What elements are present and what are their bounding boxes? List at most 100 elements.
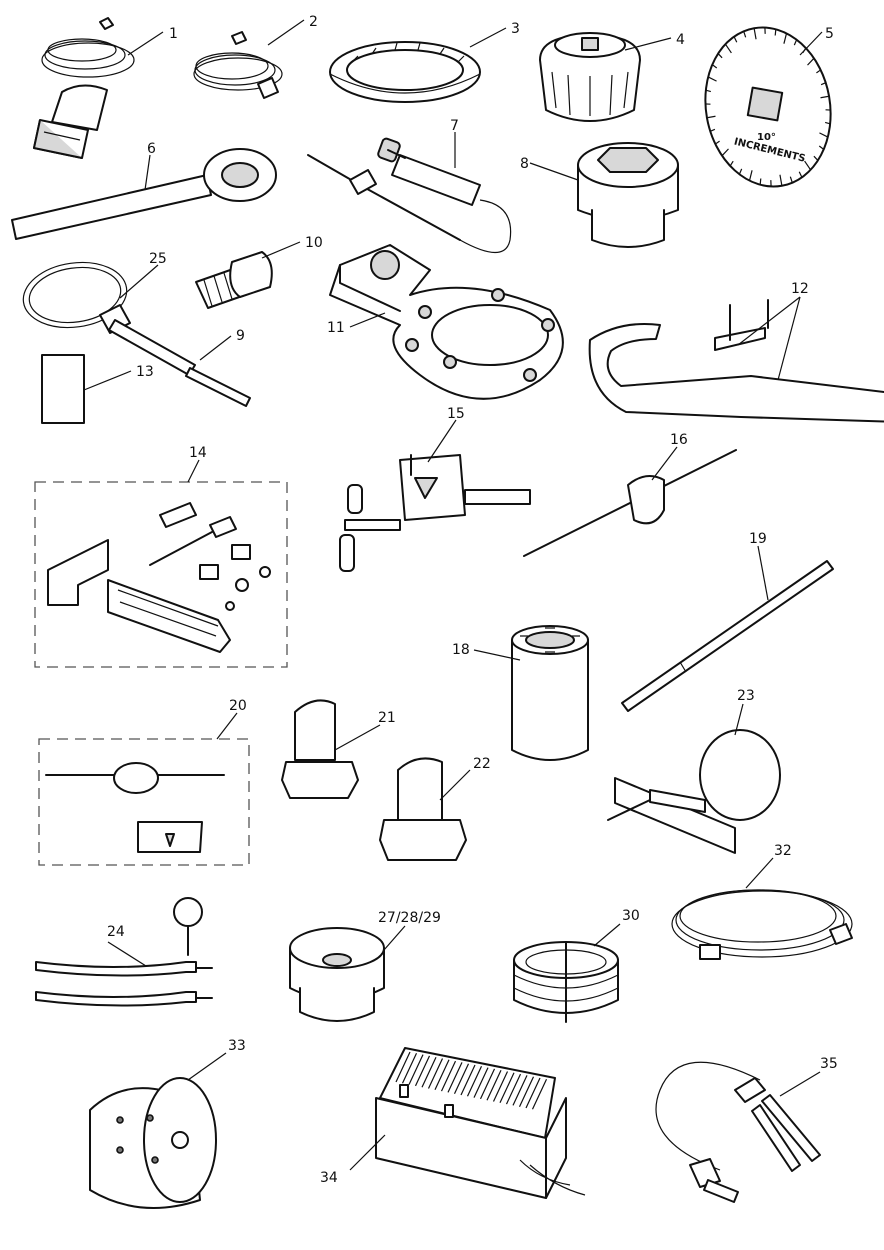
dial-tick [818, 145, 825, 150]
dial-tick [715, 140, 720, 145]
callout-24: 24 [107, 924, 125, 940]
callout-13: 13 [136, 364, 154, 380]
tool-15-puller [339, 454, 531, 572]
dial-tick [759, 178, 762, 185]
dial-tick [779, 174, 783, 186]
charger-rib [401, 1053, 418, 1084]
dial-tick [820, 82, 826, 86]
tool-1-diagnostic-interface-cable [33, 17, 135, 159]
dial-tick [820, 95, 830, 99]
tool-8-hex-socket [577, 142, 679, 248]
charger-rib [512, 1075, 528, 1106]
dial-tick [774, 29, 777, 36]
tool-14-kit [34, 481, 288, 668]
dial-tick [789, 176, 793, 183]
tool-4-filter-cup-wrench [539, 32, 641, 122]
tool-13-card [41, 354, 85, 424]
callout-25: 25 [149, 251, 167, 267]
dial-tick [743, 31, 747, 38]
callout-3: 3 [511, 21, 520, 37]
callout-15: 15 [447, 406, 465, 422]
callout-35: 35 [820, 1056, 838, 1072]
tool-22-adapter [379, 757, 467, 861]
tool-18-slotted-socket [511, 625, 589, 761]
callout-16: 16 [670, 432, 688, 448]
callout-6: 6 [147, 141, 156, 157]
callout-10: 10 [305, 235, 323, 251]
tool-6-holding-wrench [11, 148, 277, 240]
callout-32: 32 [774, 843, 792, 859]
charger-rib [395, 1051, 411, 1083]
charger-rib [518, 1076, 535, 1107]
callout-9: 9 [236, 328, 245, 344]
dial-degree-text: 10° [757, 132, 776, 143]
tool-7-syringe-tool [307, 137, 512, 253]
dial-tick [807, 57, 815, 66]
dial-tick [770, 180, 772, 187]
dial-tick [748, 170, 753, 181]
callout-2: 2 [309, 14, 318, 30]
dial-tick [813, 155, 819, 161]
dial-tick [816, 69, 821, 74]
charger-rib [453, 1063, 470, 1094]
tool-25-strap-wrench [22, 261, 251, 407]
charger-rib [473, 1067, 489, 1098]
callout-1: 1 [169, 26, 178, 42]
callout-18: 18 [452, 642, 470, 658]
dial-tick [721, 148, 729, 157]
charger-rib [421, 1056, 437, 1088]
charger-rib [434, 1059, 450, 1091]
dial-tick [710, 128, 716, 132]
tool-16-rod-tool [523, 449, 737, 557]
callout-20: 20 [229, 698, 247, 714]
tool-12-c-spanner [588, 299, 884, 423]
callout-23: 23 [737, 688, 755, 704]
dial-tick [819, 132, 829, 138]
dial-tick [729, 160, 734, 167]
dial-tick [707, 76, 717, 82]
tool-35-hose-clamp-pliers [655, 1061, 821, 1203]
dial-tick [825, 109, 831, 111]
callout-labels: 1 2 3 4 5 6 7 8 9 10 11 12 13 14 15 16 1… [107, 14, 838, 1186]
charger-rib [440, 1060, 457, 1092]
dial-tick [783, 33, 788, 44]
charger-rib [447, 1062, 463, 1093]
callout-34: 34 [320, 1170, 338, 1186]
callout-14: 14 [189, 445, 207, 461]
tool-21-adapter [281, 699, 359, 799]
charger-rib [414, 1055, 431, 1087]
tool-19-bar [621, 560, 834, 712]
callout-30: 30 [622, 908, 640, 924]
dial-tick [798, 171, 803, 178]
dial-tick [733, 36, 738, 43]
tool-32-extension-cable [671, 889, 853, 960]
charger-rib [525, 1077, 541, 1109]
dial-tick [705, 103, 711, 105]
callout-5: 5 [825, 26, 834, 42]
tool-30-split-collar [513, 941, 619, 1023]
callout-33: 33 [228, 1038, 246, 1054]
charger-rib [466, 1066, 483, 1097]
callout-19: 19 [749, 531, 767, 547]
charger-rib [486, 1069, 502, 1101]
callout-27-28-29: 27/28/29 [378, 910, 441, 926]
charger-rib [505, 1073, 522, 1105]
dial-tick [724, 43, 732, 54]
callout-22: 22 [473, 756, 491, 772]
callout-8: 8 [520, 156, 529, 172]
charger-rib [492, 1071, 509, 1102]
dial-tick [738, 168, 743, 175]
charger-rib [427, 1058, 444, 1089]
tool-3-toothed-ring-tool [329, 41, 481, 103]
tool-10-bolt [195, 251, 273, 309]
leader-lines [83, 19, 823, 1171]
tool-27-28-29-cup-adapter [289, 927, 385, 1022]
tool-5-degree-dial: 10° INCREMENTS [704, 26, 832, 188]
tool-34-battery-charger [375, 1047, 586, 1199]
dial-tick [717, 53, 723, 59]
tool-24-pressure-gauge-hoses [35, 897, 213, 1007]
dial-tick [711, 64, 718, 69]
callout-7: 7 [450, 118, 459, 134]
tool-2-connector-cable [193, 31, 283, 99]
